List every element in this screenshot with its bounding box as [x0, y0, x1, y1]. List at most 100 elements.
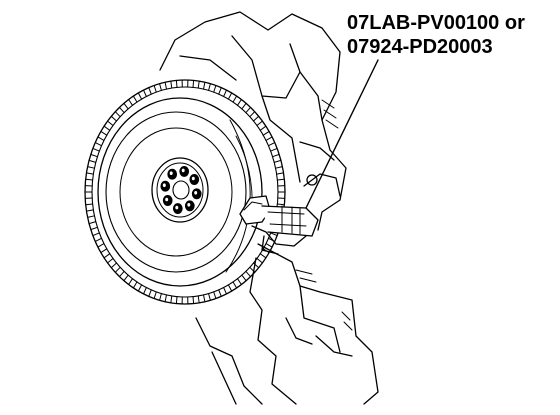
ring-gear-tooth — [95, 238, 101, 241]
ring-gear-tooth — [242, 275, 246, 281]
ring-gear-tooth — [224, 90, 227, 96]
ring-gear-tooth — [95, 143, 101, 146]
ring-gear-tooth — [124, 275, 128, 281]
ring-gear-tooth — [154, 86, 156, 93]
ring-gear-tooth — [138, 93, 141, 99]
ring-gear-tooth — [176, 297, 177, 304]
ring-gear-tooth — [176, 80, 177, 87]
ring-gear-tooth — [91, 154, 98, 156]
ring-gear-tooth — [214, 292, 216, 299]
ring-gear-tooth — [101, 249, 107, 253]
ring-gear-tooth — [204, 82, 205, 89]
ring-gear-tooth — [120, 271, 125, 276]
ring-gear-tooth — [277, 204, 284, 205]
tool-part-number-1: 07LAB-PV00100 or — [347, 11, 525, 35]
ring-gear-tooth — [228, 285, 231, 291]
ring-gear-tooth — [124, 103, 128, 109]
flywheel — [85, 80, 285, 304]
ring-gear-tooth — [193, 297, 194, 304]
ring-gear-tooth — [246, 271, 251, 276]
ring-gear-tooth — [88, 216, 95, 218]
ring-gear-tooth — [133, 96, 137, 102]
ring-gear-tooth — [111, 263, 116, 268]
ring-gear-tooth — [277, 179, 284, 180]
ring-gear-tooth — [86, 204, 93, 205]
flywheel-bolt-highlight — [194, 191, 197, 195]
ring-gear-tooth — [224, 288, 227, 294]
ring-gear-tooth — [238, 279, 242, 285]
ring-gear-tooth — [87, 173, 94, 174]
callout-leader-line — [306, 60, 378, 208]
ring-gear-tooth — [160, 294, 162, 301]
ring-gear-tooth — [165, 82, 166, 89]
ring-gear-tooth — [198, 296, 199, 303]
tool-callout-label: 07LAB-PV00100 or 07924-PD20003 — [347, 11, 525, 59]
ring-gear-tooth — [98, 137, 104, 141]
ring-gear-tooth — [104, 254, 110, 258]
ring-gear-tooth — [138, 285, 141, 291]
flywheel-bolt-highlight — [187, 203, 190, 207]
ring-gear-tooth — [228, 93, 231, 99]
ring-gear-tooth — [250, 112, 255, 117]
ring-gear-tooth — [115, 112, 120, 117]
ring-gear-tooth — [257, 259, 262, 263]
ring-gear-tooth — [214, 86, 216, 93]
ring-gear-tooth — [144, 90, 147, 96]
ring-gear-tooth — [91, 227, 98, 229]
ring-gear-tooth — [269, 143, 275, 146]
ring-gear-tooth — [204, 295, 205, 302]
ring-gear-tooth — [133, 282, 137, 288]
ring-gear-tooth — [266, 137, 272, 141]
ring-gear-tooth — [238, 100, 242, 106]
ring-gear-tooth — [198, 81, 199, 88]
flywheel-bolt-highlight — [163, 183, 166, 187]
ring-gear-tooth — [246, 107, 251, 112]
ring-gear-tooth — [233, 96, 237, 102]
ring-gear-tooth — [93, 233, 99, 236]
ring-gear-tooth — [277, 173, 284, 174]
ring-gear-tooth — [171, 296, 172, 303]
ring-gear-tooth — [263, 131, 269, 135]
ring-gear-tooth — [257, 121, 262, 125]
ring-gear-tooth — [86, 179, 93, 180]
ring-gear-tooth — [233, 282, 237, 288]
flywheel-bolt-highlight — [170, 171, 173, 175]
ring-gear-tooth — [274, 160, 281, 162]
flywheel-bolt-highlight — [182, 169, 185, 173]
ring-gear-tooth — [254, 116, 259, 121]
ring-gear-tooth — [149, 290, 152, 297]
flywheel-bolt-highlight — [175, 206, 178, 210]
ring-gear-tooth — [219, 88, 222, 95]
flywheel-bolt-highlight — [192, 177, 195, 181]
ring-gear-tooth — [93, 148, 99, 151]
ring-gear-tooth — [115, 267, 120, 272]
ring-gear-tooth — [271, 148, 277, 151]
ring-gear-tooth — [193, 80, 194, 87]
ring-gear-tooth — [149, 88, 152, 95]
ring-gear-tooth — [160, 84, 162, 91]
flywheel-bolt-highlight — [165, 198, 168, 202]
ring-gear-tooth — [129, 279, 133, 285]
ring-gear-tooth — [276, 167, 283, 169]
ring-gear-tooth — [171, 81, 172, 88]
ring-gear-tooth — [108, 121, 113, 125]
ring-gear-tooth — [260, 254, 266, 258]
ring-gear-tooth — [165, 295, 166, 302]
ring-gear-tooth — [242, 103, 246, 109]
holding-tool — [240, 196, 318, 254]
ring-gear-tooth — [108, 259, 113, 263]
ring-gear-tooth — [260, 126, 266, 130]
ring-gear-tooth — [266, 244, 272, 248]
ring-gear-tooth — [154, 292, 156, 299]
ring-gear-tooth — [89, 160, 96, 162]
ring-gear-tooth — [120, 107, 125, 112]
ring-gear-tooth — [111, 116, 116, 121]
ring-gear-tooth — [87, 210, 94, 211]
ring-gear-tooth — [209, 84, 211, 91]
ring-gear-tooth — [88, 167, 95, 169]
ring-gear-tooth — [98, 244, 104, 248]
ring-gear-tooth — [144, 288, 147, 294]
ring-gear-tooth — [89, 222, 96, 224]
ring-gear-tooth — [104, 126, 110, 130]
